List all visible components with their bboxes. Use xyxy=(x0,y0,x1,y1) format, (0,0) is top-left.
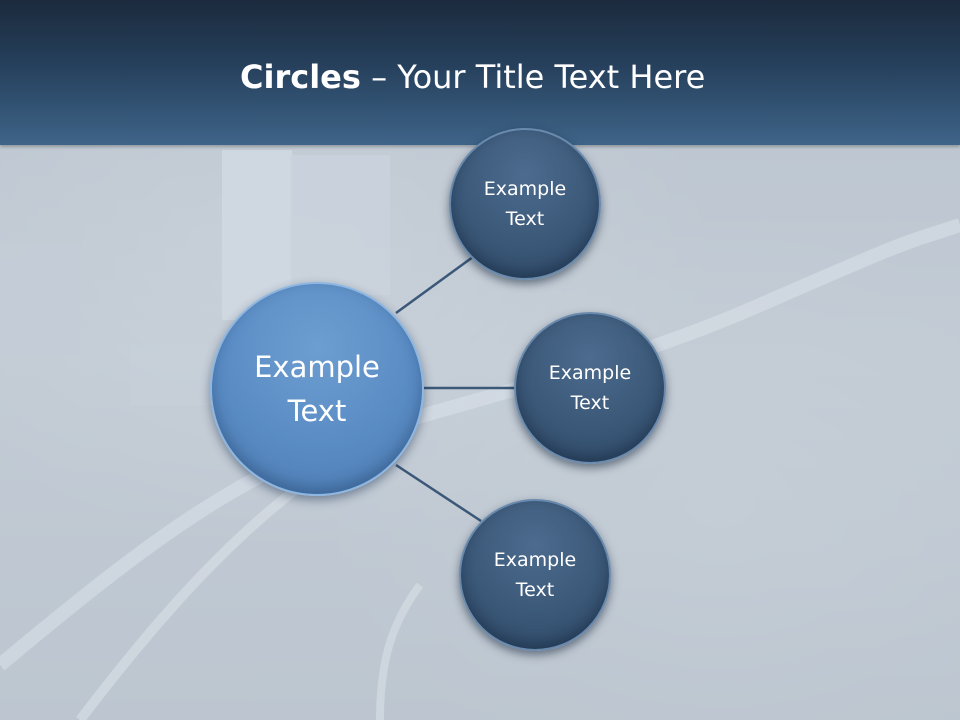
title-bar: Circles – Your Title Text Here xyxy=(0,0,960,145)
connector-top xyxy=(395,252,478,315)
center-circle[interactable]: Example Text xyxy=(210,282,424,496)
satellite-circle-label: Example Text xyxy=(493,549,577,601)
slide-title-bold: Circles xyxy=(240,58,361,96)
satellite-circle-middle[interactable]: Example Text xyxy=(514,312,666,464)
satellite-circle-label: Example Text xyxy=(548,362,632,414)
slide-title-rest: – Your Title Text Here xyxy=(360,58,706,96)
satellite-circle-bottom[interactable]: Example Text xyxy=(459,499,611,651)
slide-title: Circles – Your Title Text Here xyxy=(0,52,960,102)
connector-bottom xyxy=(395,463,482,523)
satellite-circle-label: Example Text xyxy=(483,178,567,230)
center-circle-label: Example Text xyxy=(254,350,380,428)
satellite-circle-top[interactable]: Example Text xyxy=(449,128,601,280)
